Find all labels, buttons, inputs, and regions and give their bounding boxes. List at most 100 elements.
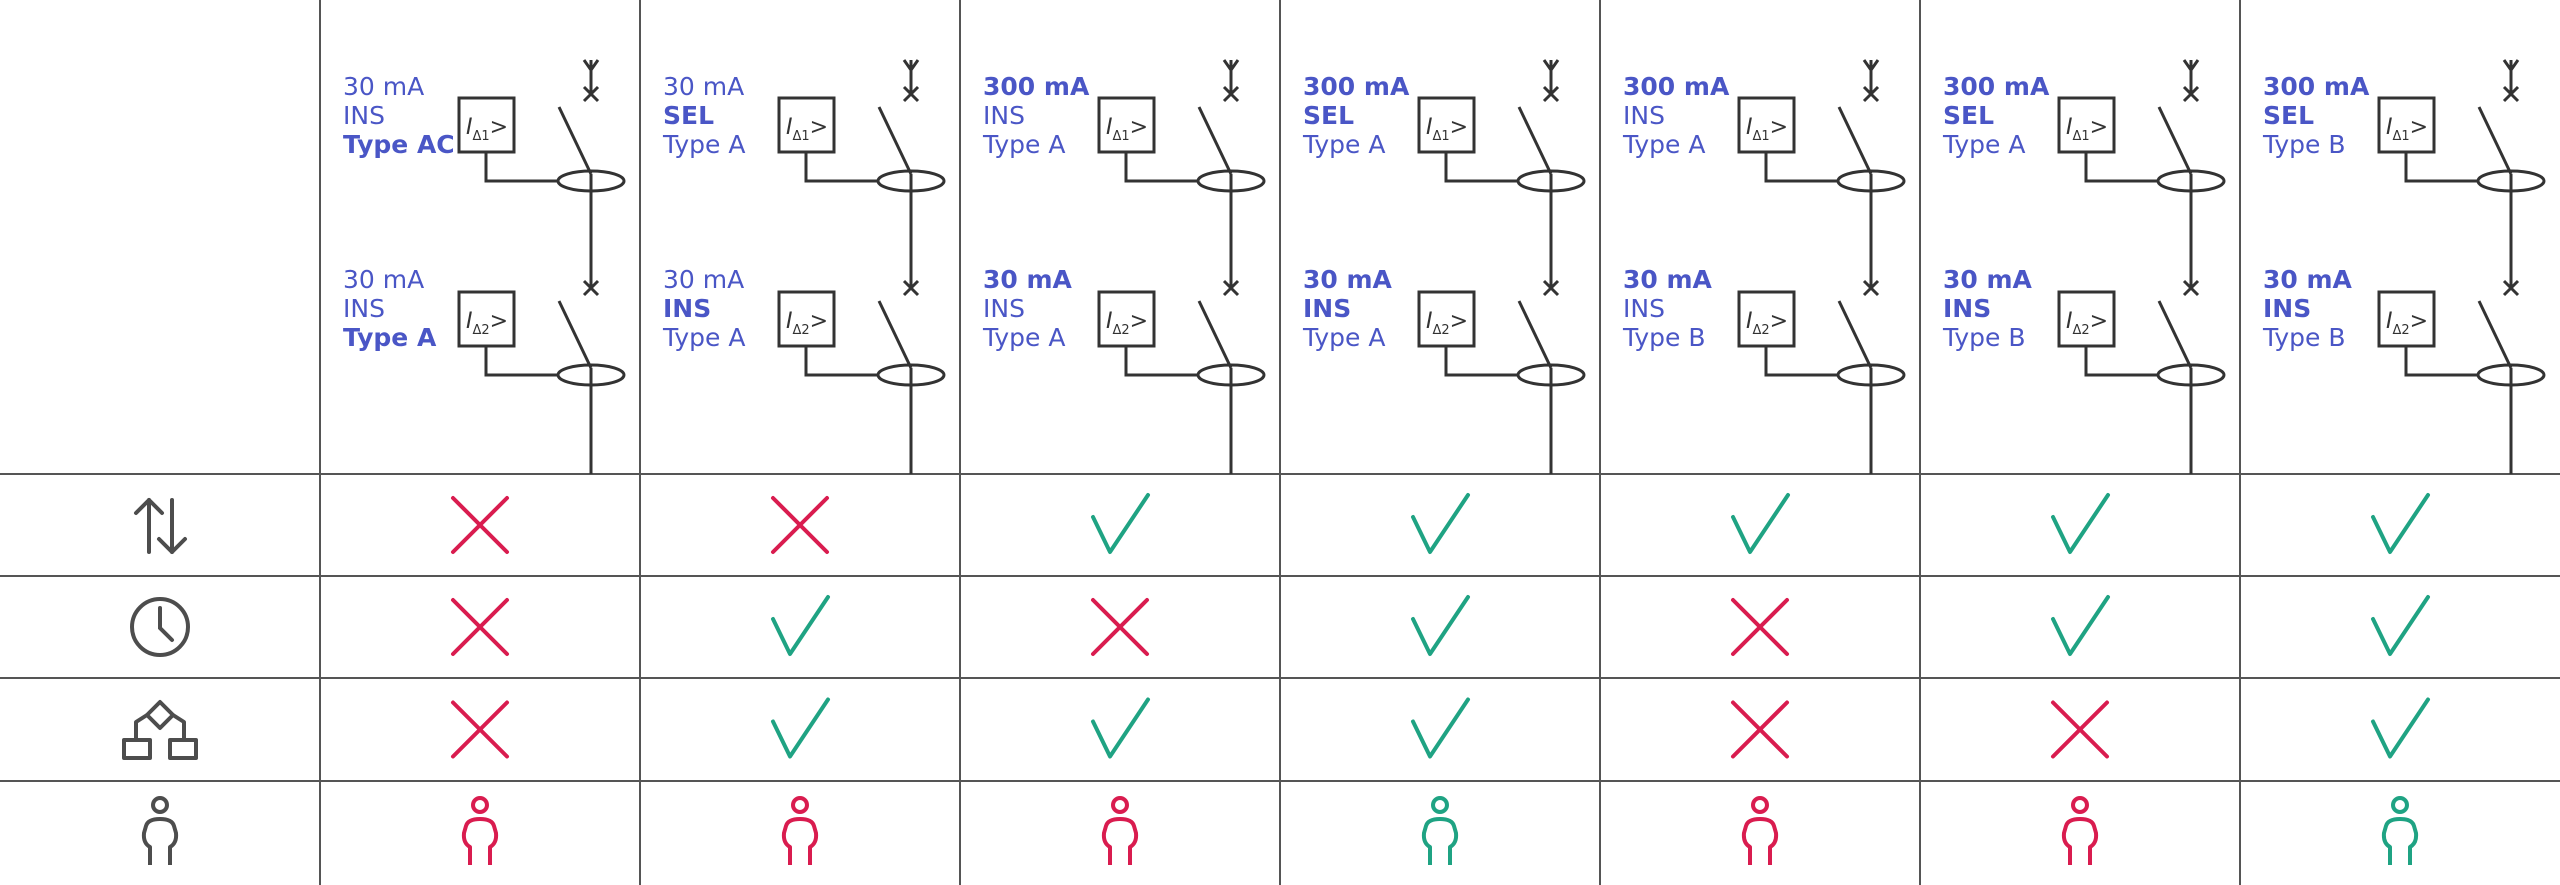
trip-mode: INS: [983, 101, 1025, 130]
rcd-type: Type B: [2263, 323, 2346, 352]
trip-mode: INS: [1623, 294, 1665, 323]
rcd-type: Type AC: [343, 130, 455, 159]
check-mark-icon: [1411, 697, 1470, 759]
check-mark-icon: [1091, 697, 1150, 759]
rcd-type: Type A: [1623, 130, 1706, 159]
rated-current: 300 mA: [1623, 72, 1730, 101]
trip-mode: INS: [2263, 294, 2312, 323]
cross-mark-icon: [451, 700, 509, 759]
rated-current: 30 mA: [1303, 265, 1392, 294]
row-icons: [122, 498, 198, 865]
cross-mark-icon: [2051, 700, 2109, 759]
rated-current: 30 mA: [1623, 265, 1712, 294]
rated-current: 30 mA: [663, 72, 745, 101]
trip-mode: SEL: [2263, 101, 2315, 130]
rcd-symbol: IΔ2>: [2377, 268, 2546, 474]
rcd-type: Type B: [1623, 323, 1706, 352]
rcd-symbol: IΔ1>: [1737, 60, 1906, 242]
rated-current: 30 mA: [983, 265, 1072, 294]
circuit-diagram: IΔ1>IΔ2>: [457, 59, 626, 474]
rcd-symbol: IΔ2>: [1737, 268, 1906, 474]
person-safety-icon: [781, 796, 819, 865]
trip-mode: SEL: [1943, 101, 1995, 130]
circuit-diagram: IΔ1>IΔ2>: [1417, 59, 1586, 474]
rcd-type: Type A: [983, 130, 1066, 159]
trip-mode: INS: [1943, 294, 1992, 323]
check-mark-icon: [1411, 595, 1470, 656]
trip-mode: INS: [343, 294, 385, 323]
rcd-type: Type A: [343, 323, 437, 352]
arrows-up-down-icon: [134, 498, 187, 554]
check-mark-icon: [2371, 493, 2430, 554]
cross-mark-icon: [451, 496, 509, 554]
check-mark-icon: [2051, 493, 2110, 554]
rcd-type: Type B: [1943, 323, 2026, 352]
circuit-diagram: IΔ1>IΔ2>: [2057, 59, 2226, 474]
rcd-type: Type A: [663, 130, 746, 159]
trip-mode: INS: [663, 294, 712, 323]
rated-current: 30 mA: [343, 72, 425, 101]
trip-mode: INS: [1303, 294, 1352, 323]
person-safety-icon: [1421, 796, 1459, 865]
check-mark-icon: [771, 697, 830, 759]
check-mark-icon: [2371, 595, 2430, 656]
relay-label: IΔ1>: [786, 115, 828, 144]
check-mark-icon: [1731, 493, 1790, 554]
trip-mode: SEL: [1303, 101, 1355, 130]
rated-current: 300 mA: [1943, 72, 2050, 101]
rcd-type: Type A: [1303, 323, 1386, 352]
person-safety-icon: [1741, 796, 1779, 865]
rated-current: 30 mA: [2263, 265, 2352, 294]
check-mark-icon: [1091, 493, 1150, 554]
person-safety-icon: [1101, 796, 1139, 865]
rcd-symbol: IΔ1>: [1417, 60, 1586, 242]
cross-mark-icon: [771, 496, 829, 554]
trip-mode: SEL: [663, 101, 715, 130]
person-safety-icon: [2061, 796, 2099, 865]
relay-label: IΔ2>: [1106, 309, 1148, 338]
rated-current: 300 mA: [983, 72, 1090, 101]
circuit-diagram: IΔ1> IΔ2>: [1737, 59, 1906, 474]
clock-icon: [130, 597, 190, 657]
cross-mark-icon: [1731, 700, 1789, 759]
rcd-type: Type A: [1943, 130, 2026, 159]
trip-mode: INS: [1623, 101, 1665, 130]
circuit-diagram: IΔ1>IΔ2>: [2377, 59, 2546, 474]
cross-mark-icon: [1731, 598, 1789, 656]
cross-mark-icon: [451, 598, 509, 656]
rcd-type: Type A: [663, 323, 746, 352]
trip-mode: INS: [343, 101, 385, 130]
circuit-diagram: IΔ1>IΔ2>: [777, 59, 946, 474]
circuit-diagram: IΔ1>IΔ2>: [1097, 59, 1266, 474]
check-mark-icon: [2371, 697, 2430, 759]
rcd-symbol: IΔ1>: [777, 60, 946, 242]
check-mark-icon: [771, 595, 830, 656]
rcd-type: Type B: [2263, 130, 2346, 159]
rated-current: 30 mA: [1943, 265, 2032, 294]
rcd-type: Type A: [1303, 130, 1386, 159]
hierarchy-icon: [122, 700, 198, 760]
rated-current: 30 mA: [663, 265, 745, 294]
person-icon: [141, 796, 179, 865]
trip-mode: INS: [983, 294, 1025, 323]
check-mark-icon: [2051, 595, 2110, 656]
